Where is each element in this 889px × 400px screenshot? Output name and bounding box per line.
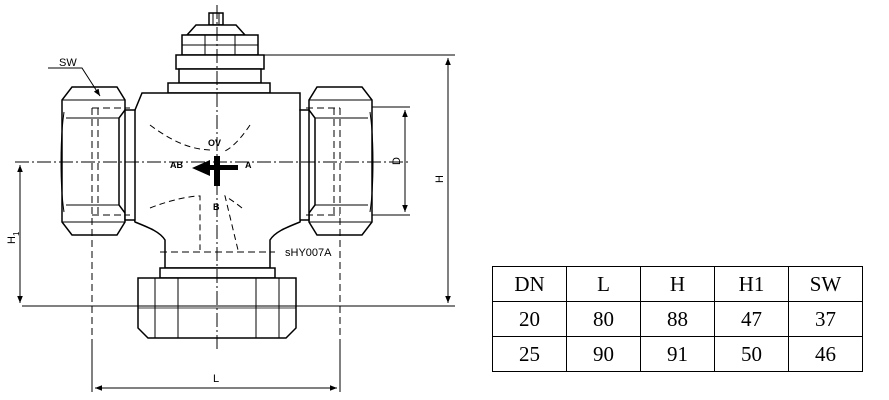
body-inner-outline [149,124,251,251]
b-label: B [213,202,220,212]
cell-l: 90 [566,336,641,372]
l-label: L [213,373,219,385]
left-union-nut [60,86,136,236]
cell-h1: 50 [714,336,789,372]
h-label: H [434,175,446,183]
cell-h: 88 [640,301,715,337]
header-l: L [566,266,641,302]
extension-lines [22,54,455,392]
h1-label: H 1 [6,231,21,244]
cell-sw: 37 [788,301,863,337]
ab-label: AB [170,160,183,170]
h1-label-sub: 1 [12,231,21,236]
table-header-row: DN L H H1 SW [492,266,863,302]
header-h: H [640,266,715,302]
table-row: 25 90 91 50 46 [492,336,863,372]
cell-dn: 20 [492,301,567,337]
cell-l: 80 [566,301,641,337]
ov-label: OV [208,138,221,148]
header-h1: H1 [714,266,789,302]
sw-label: SW [59,57,77,69]
table-row: 20 80 88 47 37 [492,301,863,337]
h1-label-main: H [6,236,18,244]
drawing-code: sHY007A [285,247,332,259]
dimensions-table: DN L H H1 SW 20 80 88 47 37 25 90 91 50 … [492,266,863,372]
actuator-nut [167,12,271,94]
flow-arrow [192,156,238,186]
a-label: A [245,160,252,170]
dimension-lines [17,58,451,391]
cell-h: 91 [640,336,715,372]
d-label: D [391,157,403,165]
cell-sw: 46 [788,336,863,372]
sw-leader [48,67,101,97]
header-dn: DN [492,266,567,302]
right-union-nut [299,86,374,236]
header-sw: SW [788,266,863,302]
cell-dn: 25 [492,336,567,372]
cell-h1: 47 [714,301,789,337]
